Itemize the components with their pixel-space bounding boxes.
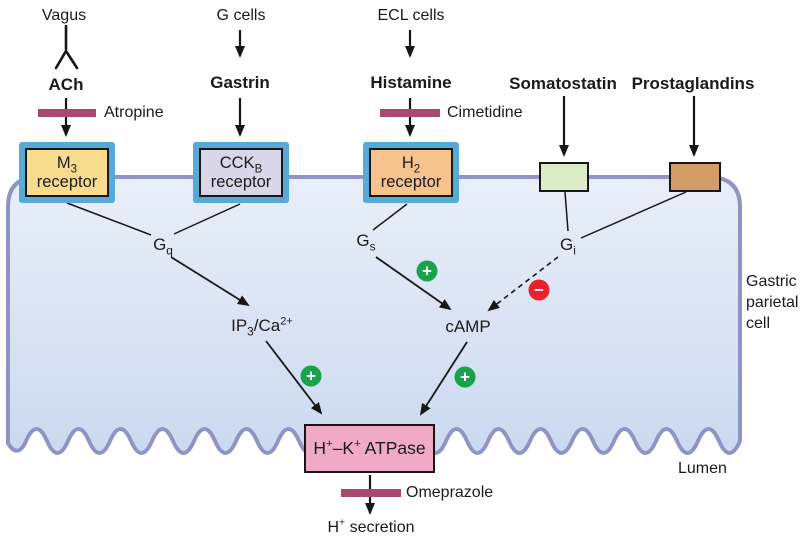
ach-label: ACh bbox=[48, 75, 84, 94]
stimulation-plus-icon: + bbox=[454, 366, 476, 388]
m3-receptor-name: M3 bbox=[56, 154, 78, 176]
gq-label: Gq bbox=[153, 235, 173, 258]
m3-receptor-word: receptor bbox=[36, 172, 98, 191]
gi-to-camp-dashed-arrow bbox=[487, 256, 559, 312]
cckb-receptor-word: receptor bbox=[210, 172, 272, 191]
omeprazole-inhibition-bar bbox=[341, 489, 401, 497]
prostaglandins-receptor-box bbox=[669, 162, 721, 192]
stimulation-plus-icon: + bbox=[416, 260, 438, 282]
ip3-to-atpase-arrow bbox=[265, 340, 323, 415]
gq-to-ip3-arrow bbox=[170, 256, 250, 307]
somatostatin-label: Somatostatin bbox=[509, 74, 617, 93]
g-cells-label: G cells bbox=[216, 7, 266, 24]
gs-label: Gs bbox=[356, 231, 376, 254]
lumen-label: Lumen bbox=[678, 460, 727, 477]
histamine-label: Histamine bbox=[370, 73, 452, 92]
cimetidine-inhibition-bar bbox=[380, 109, 440, 117]
vagus-label: Vagus bbox=[41, 7, 87, 24]
prostaglandins-label: Prostaglandins bbox=[631, 74, 755, 93]
ip3-ca-label: IP3/Ca2+ bbox=[231, 315, 293, 339]
cckb-receptor-name: CCKB bbox=[219, 154, 263, 176]
h-secretion-label: H+ secretion bbox=[327, 517, 415, 536]
cckb-receptor-box: CCKB receptor bbox=[193, 142, 289, 203]
m3-to-gq-line bbox=[66, 202, 152, 236]
ecl-cells-label: ECL cells bbox=[377, 7, 445, 24]
gs-to-camp-arrow bbox=[375, 256, 452, 311]
h2-to-gs-line bbox=[372, 203, 408, 231]
gi-label: Gi bbox=[560, 235, 576, 258]
camp-label: cAMP bbox=[445, 317, 491, 336]
prostaglandins-to-gi-line bbox=[580, 191, 687, 239]
m3-receptor-box: M3 receptor bbox=[19, 142, 115, 203]
omeprazole-label: Omeprazole bbox=[406, 484, 494, 501]
nerve-ending-icon bbox=[54, 24, 79, 70]
camp-to-atpase-arrow bbox=[419, 341, 468, 416]
somatostatin-receptor-box bbox=[539, 162, 589, 192]
stimulation-plus-icon: + bbox=[300, 365, 322, 387]
cckb-to-gq-line bbox=[173, 203, 241, 235]
inhibition-minus-icon: − bbox=[528, 279, 550, 301]
gastrin-label: Gastrin bbox=[210, 73, 270, 92]
atropine-inhibition-bar bbox=[38, 109, 96, 117]
h-k-atpase-label: H+–K+ ATPase bbox=[313, 438, 426, 458]
gastric-parietal-cell-label: Gastric parietal cell bbox=[746, 273, 799, 332]
cimetidine-label: Cimetidine bbox=[447, 104, 523, 121]
cell-body bbox=[6, 175, 742, 455]
h2-receptor-word: receptor bbox=[380, 172, 442, 191]
h-k-atpase-box: H+–K+ ATPase bbox=[304, 424, 435, 473]
somatostatin-to-gi-line bbox=[564, 191, 569, 232]
h2-receptor-box: H2 receptor bbox=[363, 142, 459, 203]
atropine-label: Atropine bbox=[104, 104, 164, 121]
h2-receptor-name: H2 bbox=[401, 154, 421, 176]
